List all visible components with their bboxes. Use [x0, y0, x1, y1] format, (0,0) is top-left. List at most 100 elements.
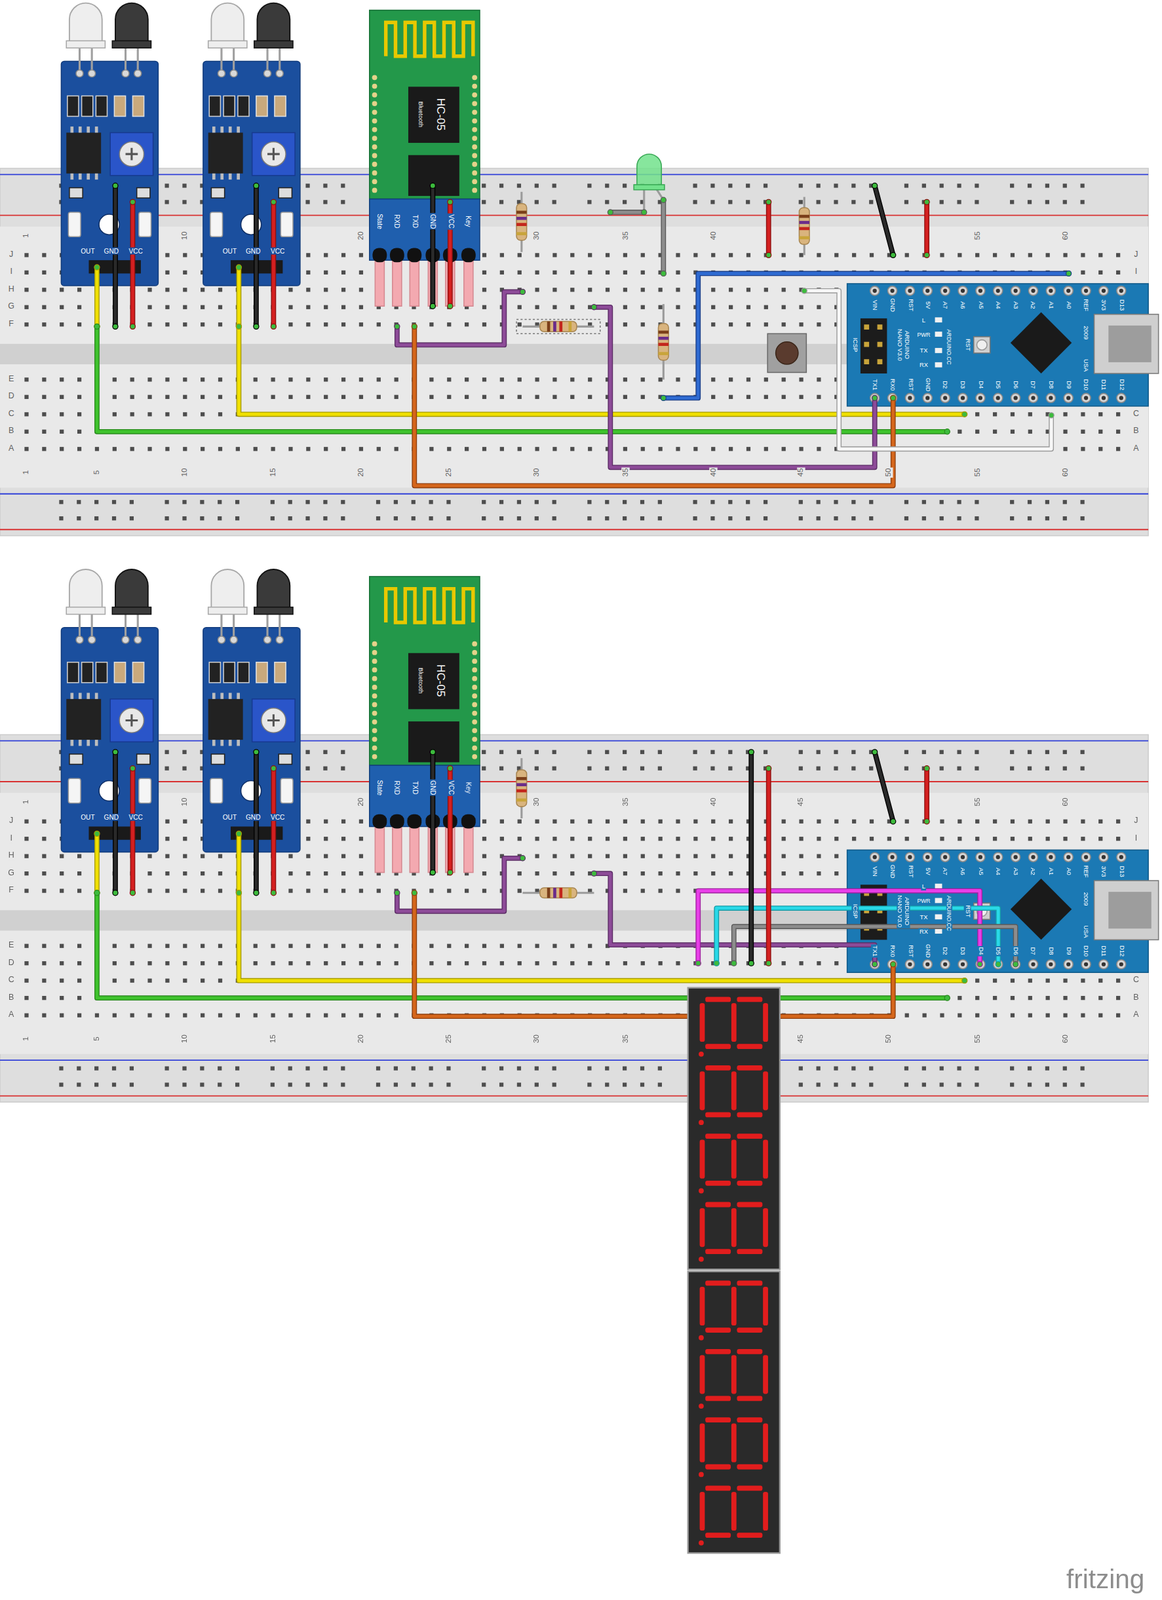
nano-pin [1099, 393, 1109, 403]
breadboard-hole [851, 766, 856, 771]
breadboard-hole [711, 446, 716, 451]
breadboard-hole [658, 888, 663, 893]
breadboard-hole [640, 888, 645, 893]
breadboard-hole [711, 305, 716, 310]
icsp-pin [863, 324, 870, 330]
breadboard-hole [323, 270, 328, 275]
breadboard-hole [904, 766, 909, 771]
breadboard-hole [24, 412, 29, 417]
smd-part [81, 95, 94, 117]
breadboard-hole [570, 377, 575, 382]
breadboard-hole [270, 1013, 275, 1018]
breadboard-hole [306, 270, 310, 275]
breadboard-hole [922, 516, 927, 521]
breadboard-hole [904, 199, 909, 204]
breadboard-hole [1045, 500, 1050, 504]
breadboard-hole [500, 270, 504, 275]
breadboard-hole [147, 1013, 152, 1018]
breadboard-hole [482, 961, 487, 966]
breadboard-hole [922, 500, 927, 504]
breadboard-hole [869, 516, 873, 521]
breadboard-hole [1080, 252, 1085, 257]
breadboard-hole [130, 446, 135, 451]
nano-pin [1028, 393, 1038, 403]
breadboard-hole [112, 944, 117, 949]
breadboard-hole [745, 500, 750, 504]
breadboard-hole [975, 836, 980, 841]
breadboard-hole [604, 766, 609, 771]
breadboard-hole [200, 412, 205, 417]
breadboard-hole [728, 199, 733, 204]
breadboard-hole [482, 287, 487, 292]
smd-part [237, 662, 250, 683]
breadboard-hole [798, 322, 803, 327]
nano-pin [1081, 393, 1091, 403]
breadboard-hole [1116, 996, 1121, 1001]
breadboard-hole [305, 516, 310, 521]
breadboard-hole [816, 183, 821, 188]
breadboard-hole [359, 287, 364, 292]
breadboard-hole [710, 766, 715, 771]
breadboard-hole [182, 412, 187, 417]
breadboard-hole [1063, 412, 1067, 417]
castellated-pad [372, 135, 378, 141]
breadboard-hole [552, 1082, 557, 1087]
nano-pin [940, 286, 950, 296]
breadboard-hole [253, 961, 258, 966]
breadboard-hole [393, 516, 398, 521]
smd-part [136, 188, 151, 199]
breadboard-hole [517, 500, 522, 504]
breadboard-hole [534, 766, 539, 771]
breadboard-hole [41, 252, 46, 257]
breadboard-hole [218, 1013, 223, 1018]
breadboard-hole [552, 270, 557, 275]
breadboard-hole [728, 252, 733, 257]
potentiometer [110, 132, 153, 175]
breadboard-hole [182, 750, 187, 755]
nano-pin-hole [1066, 395, 1071, 400]
castellated-pad [372, 161, 378, 168]
breadboard-hole [1080, 1066, 1085, 1071]
breadboard-hole [1045, 516, 1050, 521]
smd-part [67, 95, 79, 117]
breadboard-hole [270, 395, 275, 400]
resistor-band [553, 321, 557, 333]
breadboard-hole [1028, 979, 1033, 984]
breadboard-hole [147, 854, 152, 859]
breadboard-hole [1010, 412, 1015, 417]
breadboard-hole [218, 944, 223, 949]
chip-pin [220, 126, 224, 133]
resistor-band [516, 211, 527, 215]
breadboard-hole [165, 766, 170, 771]
breadboard-hole [482, 377, 487, 382]
breadboard-hole [24, 429, 29, 434]
bluetooth-pcb [369, 576, 480, 766]
breadboard-hole [393, 1082, 398, 1087]
status-led [935, 317, 943, 323]
breadboard-hole [394, 377, 399, 382]
solder-pad [121, 636, 130, 644]
breadboard-hole [974, 766, 979, 771]
breadboard-hole [481, 183, 486, 188]
chip-pin [78, 173, 82, 180]
breadboard-hole [446, 944, 451, 949]
breadboard-hole [534, 395, 539, 400]
breadboard-hole [692, 766, 697, 771]
breadboard-hole [305, 199, 310, 204]
breadboard-hole [165, 888, 170, 893]
breadboard-hole [359, 322, 364, 327]
nano-pin-hole [872, 395, 877, 400]
breadboard-hole [1010, 996, 1015, 1001]
breadboard-hole [270, 1082, 275, 1087]
breadboard-hole [974, 199, 979, 204]
sensor-pcb [60, 60, 158, 286]
breadboard-hole [816, 516, 821, 521]
breadboard-hole [552, 750, 557, 755]
breadboard-hole [165, 270, 170, 275]
breadboard-hole [499, 1082, 504, 1087]
breadboard-hole [182, 944, 187, 949]
breadboard-hole [76, 1066, 81, 1071]
chip-pin [95, 692, 99, 699]
smd-part [69, 188, 83, 199]
